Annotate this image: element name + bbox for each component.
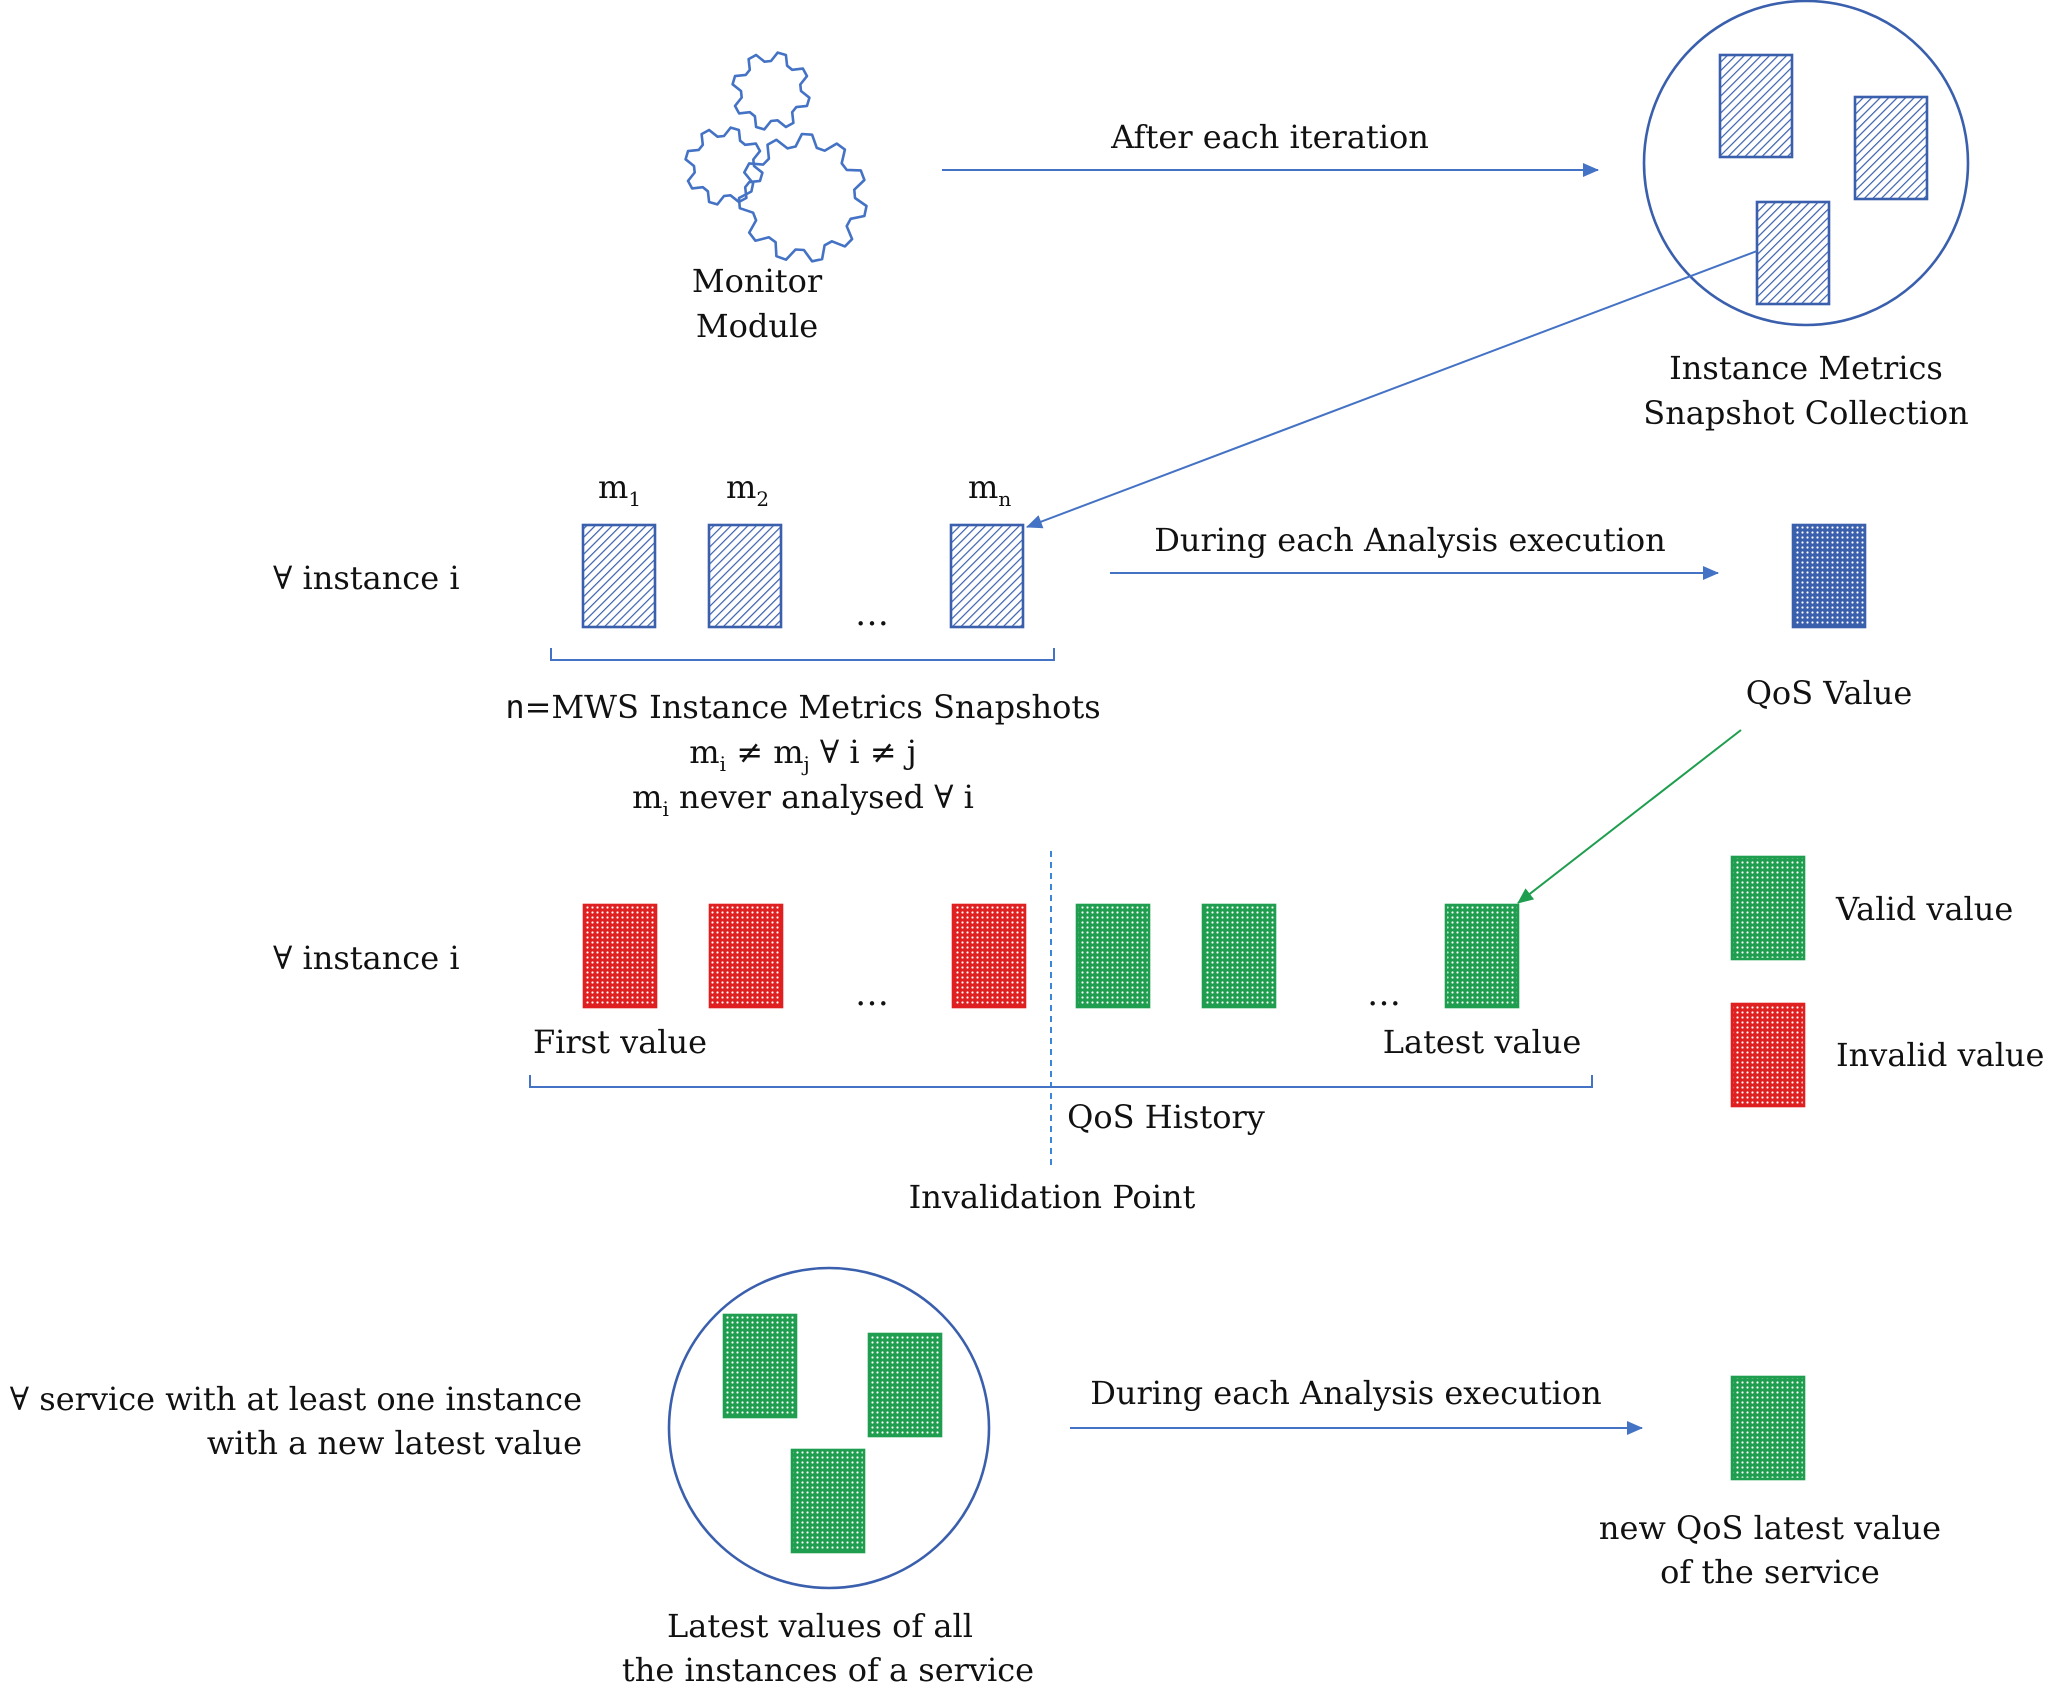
row1-condition-2: mi ≠ mj ∀ i ≠ j: [689, 733, 916, 776]
snapshot-m2: [707, 523, 783, 629]
valid-value-2: [1201, 903, 1277, 1009]
invalid-value-2: [708, 903, 784, 1009]
gears-icon: [684, 51, 868, 263]
analysis-label-row1: During each Analysis execution: [1154, 521, 1666, 559]
snapshot-m1: [581, 523, 657, 629]
mn-label: mn: [968, 468, 1011, 511]
legend-valid-label: Valid value: [1835, 890, 2013, 928]
row1-ellipsis: …: [855, 594, 889, 634]
m2-label: m2: [726, 468, 769, 511]
latest-value-label: Latest value: [1383, 1023, 1582, 1061]
qos-value-box: [1791, 523, 1867, 629]
valid-value-1: [1075, 903, 1151, 1009]
row1-forall-label: ∀ instance i: [273, 559, 460, 597]
service-latest-value-3: [790, 1448, 866, 1554]
snapshot-collection-circle: [1642, 0, 1970, 327]
legend-invalid-swatch: [1730, 1002, 1806, 1108]
collection-to-mn-arrow: [1026, 250, 1758, 529]
analysis-label-service: During each Analysis execution: [1090, 1374, 1602, 1412]
collection-label-line1: Instance Metrics: [1669, 349, 1943, 387]
service-latest-value-1: [722, 1313, 798, 1419]
service-instances-circle: [667, 1266, 991, 1590]
service-condition-line2: with a new latest value: [207, 1424, 582, 1462]
snapshot-mn: [949, 523, 1025, 629]
service-qos-latest-box: [1730, 1375, 1806, 1481]
monitor-label-line1: Monitor: [692, 262, 823, 300]
service-circle-label-line1: Latest values of all: [667, 1607, 973, 1645]
row2-ellipsis-green: …: [1367, 974, 1401, 1014]
service-result-line1: new QoS latest value: [1599, 1509, 1941, 1547]
qos-to-latest-arrow: [1517, 729, 1742, 904]
legend-valid-swatch: [1730, 855, 1806, 961]
gear-icon: [731, 51, 811, 131]
row1-bracket: [550, 648, 1055, 661]
legend-invalid-label: Invalid value: [1836, 1036, 2044, 1074]
row1-condition-1: n=MWS Instance Metrics Snapshots: [505, 688, 1100, 726]
first-value-label: First value: [533, 1023, 707, 1061]
qos-value-label: QoS Value: [1746, 674, 1913, 712]
latest-value-box: [1444, 903, 1520, 1009]
gear-icon: [737, 132, 868, 263]
service-circle-label-line2: the instances of a service: [622, 1651, 1034, 1688]
row2-forall-label: ∀ instance i: [273, 939, 460, 977]
collection-label-line2: Snapshot Collection: [1643, 394, 1968, 432]
after-iteration-label: After each iteration: [1110, 118, 1429, 156]
collection-snapshot-2: [1853, 95, 1929, 201]
gear-icon: [684, 126, 764, 206]
m1-label: m1: [598, 468, 641, 511]
invalid-value-3: [951, 903, 1027, 1009]
row2-ellipsis-red: …: [855, 974, 889, 1014]
service-result-line2: of the service: [1660, 1553, 1880, 1591]
collection-snapshot-1: [1718, 53, 1794, 159]
collection-snapshot-3: [1755, 200, 1831, 306]
invalidation-point-label: Invalidation Point: [909, 1178, 1196, 1216]
service-latest-value-2: [867, 1332, 943, 1438]
qos-history-label: QoS History: [1067, 1098, 1265, 1136]
qos-history-bracket: [529, 1075, 1593, 1088]
row1-condition-3: mi never analysed ∀ i: [632, 778, 974, 821]
service-condition-line1: ∀ service with at least one instance: [10, 1380, 582, 1418]
monitor-label-line2: Module: [696, 307, 818, 345]
invalid-value-1: [582, 903, 658, 1009]
